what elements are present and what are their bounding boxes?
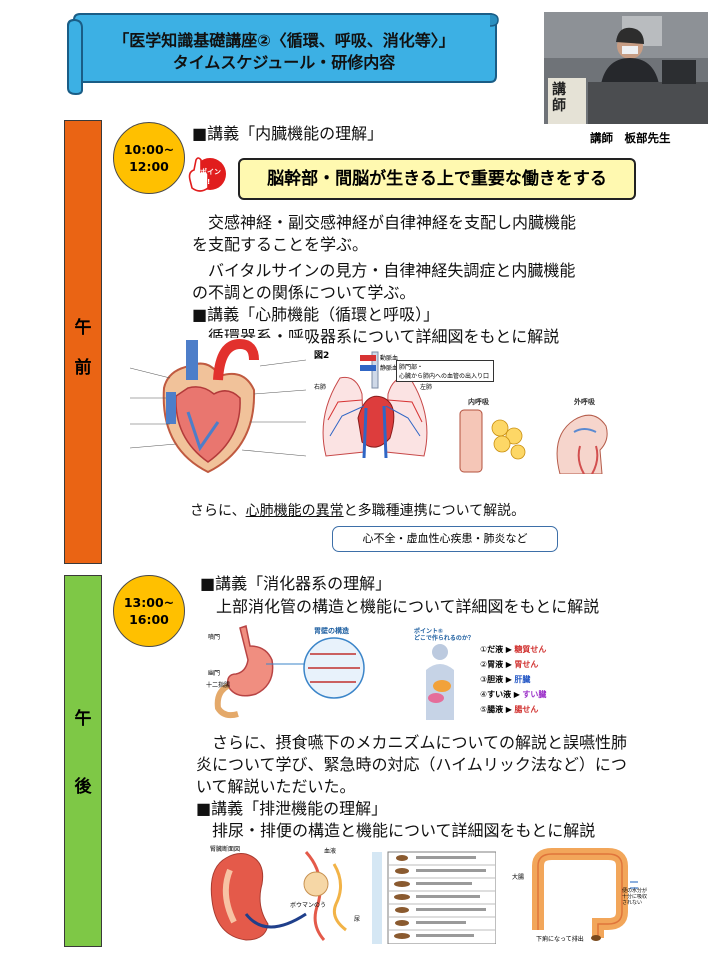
- digestive-title-2: どこで作られるのか？: [414, 635, 474, 642]
- legend-vein-label: 静脈血: [380, 365, 399, 372]
- fig2-right-lung: 右肺: [314, 384, 327, 391]
- hilum-note: 肺門部・ 心臓から肺内への血管の出入り口: [396, 360, 494, 382]
- stomach-diagram: 噴門 幽門 十二指腸 胃壁の構造: [206, 624, 382, 720]
- para2-line1: バイタルサインの見方・自律神経失調症と内臓機能: [192, 261, 576, 280]
- teacher-name: 講師 板部先生: [590, 131, 671, 145]
- stomach-label-cardia: 噴門: [208, 634, 221, 641]
- lecturer-photo: 講師: [544, 12, 708, 124]
- lecture3-heading: ■講義「消化器系の理解」: [200, 574, 392, 593]
- digestive-row-1: ①だ液 ▶ 糖質せん: [480, 645, 547, 654]
- para1-line1: 交感神経・副交感神経が自律神経を支配し内臓機能: [192, 213, 577, 232]
- lecture1-heading: ■講義「内臓機能の理解」: [192, 124, 384, 143]
- external-respiration-label: 外呼吸: [574, 398, 595, 406]
- para3-line1: さらに、摂食嚥下のメカニズムについての解説と誤嚥性肺: [196, 733, 628, 752]
- digestive-title: ポイント⑤ どこで作られるのか？: [414, 628, 474, 642]
- kidney-label-blood: 血液: [324, 848, 337, 855]
- summary-link: 心肺機能の異常: [245, 503, 344, 519]
- morning-time-badge: 10:00~ 12:00: [113, 122, 185, 194]
- photo-sign-text: 講師: [552, 82, 566, 114]
- banner-title-line1: 「医学知識基礎講座②〈循環、呼吸、消化等〉」: [113, 31, 455, 50]
- morning-time-end: 12:00: [129, 159, 169, 174]
- afternoon-bar: 午 後: [64, 575, 102, 947]
- point-hand-icon: ポイント!: [186, 156, 230, 196]
- colon-diagram: 大腸 下痢になって排出 便の水分が十分に吸収されない: [512, 842, 648, 944]
- lecture4-heading: ■講義「排泄機能の理解」: [196, 799, 388, 818]
- colon-label-water: 便の水分が十分に吸収されない: [622, 888, 648, 906]
- para3-line3: いて解説いただいた。: [196, 777, 356, 796]
- legend-artery-swatch: [360, 355, 376, 361]
- kidney-diagram: 腎臓断面図 血液 ボウマンのう 尿: [206, 844, 374, 944]
- afternoon-time-badge: 13:00~ 16:00: [113, 575, 185, 647]
- summary-prefix: さらに、: [190, 503, 246, 519]
- summary-line: さらに、心肺機能の異常と多職種連携について解説。: [190, 500, 525, 522]
- afternoon-label-1: 午: [74, 709, 92, 729]
- digestive-row-3: ③胆液 ▶ 肝臓: [480, 675, 531, 684]
- stool-chart: [372, 848, 496, 944]
- kidney-label-section: 腎臓断面図: [210, 846, 241, 853]
- point-badge-text: ポイント!: [200, 168, 221, 186]
- hilum-note-line1: 肺門部・: [399, 364, 424, 371]
- stomach-label-pylorus: 幽門: [208, 670, 221, 677]
- digestive-title-1: ポイント⑤: [414, 628, 444, 635]
- para2-line2: の不調との関係について学ぶ。: [192, 283, 416, 302]
- lecture2-heading: ■講義「心肺機能（循環と呼吸）」: [192, 305, 440, 324]
- hilum-note-line2: 心臓から肺内への血管の出入り口: [399, 373, 490, 380]
- para1-line2: を支配することを学ぶ。: [192, 235, 369, 254]
- stomach-wall-label: 胃壁の構造: [314, 627, 349, 635]
- internal-respiration-label: 内呼吸: [468, 398, 489, 406]
- fig2-left-lung: 左肺: [420, 384, 433, 391]
- colon-label-large-intestine: 大腸: [512, 874, 525, 881]
- internal-respiration-diagram: 内呼吸: [446, 396, 534, 474]
- colon-label-diarrhea: 下痢になって排出: [536, 936, 584, 943]
- legend-vein-swatch: [360, 365, 376, 371]
- heart-diagram: [130, 338, 306, 478]
- banner-title-line2: タイムスケジュール・研修内容: [172, 53, 396, 72]
- digestive-list: ①だ液 ▶ 糖質せん ②胃液 ▶ 胃せん ③胆液 ▶ 肝臓 ④すい液 ▶ すい臓…: [480, 642, 588, 717]
- afternoon-time-end: 16:00: [129, 612, 169, 627]
- key-point-box: 脳幹部・間脳が生きる上で重要な働きをする: [238, 158, 636, 200]
- summary-suffix: と多職種連携について解説。: [343, 503, 526, 519]
- disease-callout: 心不全・虚血性心疾患・肺炎など: [332, 526, 558, 552]
- digestive-row-4: ④すい液 ▶ すい臓: [480, 690, 547, 699]
- morning-time-start: 10:00~: [123, 142, 175, 157]
- digestive-row-2: ②胃液 ▶ 胃せん: [480, 660, 539, 669]
- morning-label-1: 午: [74, 318, 92, 338]
- para3-line2: 炎について学び、緊急時の対応（ハイムリック法など）につ: [196, 755, 627, 774]
- legend-artery-label: 動脈血: [380, 355, 399, 362]
- external-respiration-diagram: 外呼吸: [540, 396, 634, 474]
- stomach-label-duodenum: 十二指腸: [206, 682, 231, 689]
- lecture4-subtitle: 排尿・排便の構造と機能について詳細図をもとに解説: [196, 821, 596, 840]
- kidney-label-urine: 尿: [354, 916, 361, 923]
- title-banner: 「医学知識基礎講座②〈循環、呼吸、消化等〉」 タイムスケジュール・研修内容: [60, 12, 500, 96]
- morning-label-2: 前: [74, 358, 92, 378]
- fig2-label: 図2: [314, 351, 330, 361]
- afternoon-label-2: 後: [74, 777, 92, 797]
- kidney-label-bowman: ボウマンのう: [290, 902, 327, 909]
- digestive-secretions-diagram: ポイント⑤ どこで作られるのか？ ①だ液 ▶ 糖質せん ②胃液 ▶ 胃せん ③胆…: [412, 626, 588, 720]
- afternoon-time-start: 13:00~: [123, 595, 175, 610]
- morning-bar: 午 前: [64, 120, 102, 564]
- digestive-row-5: ⑤腸液 ▶ 腸せん: [480, 705, 539, 714]
- lecture3-subtitle: 上部消化管の構造と機能について詳細図をもとに解説: [200, 597, 600, 616]
